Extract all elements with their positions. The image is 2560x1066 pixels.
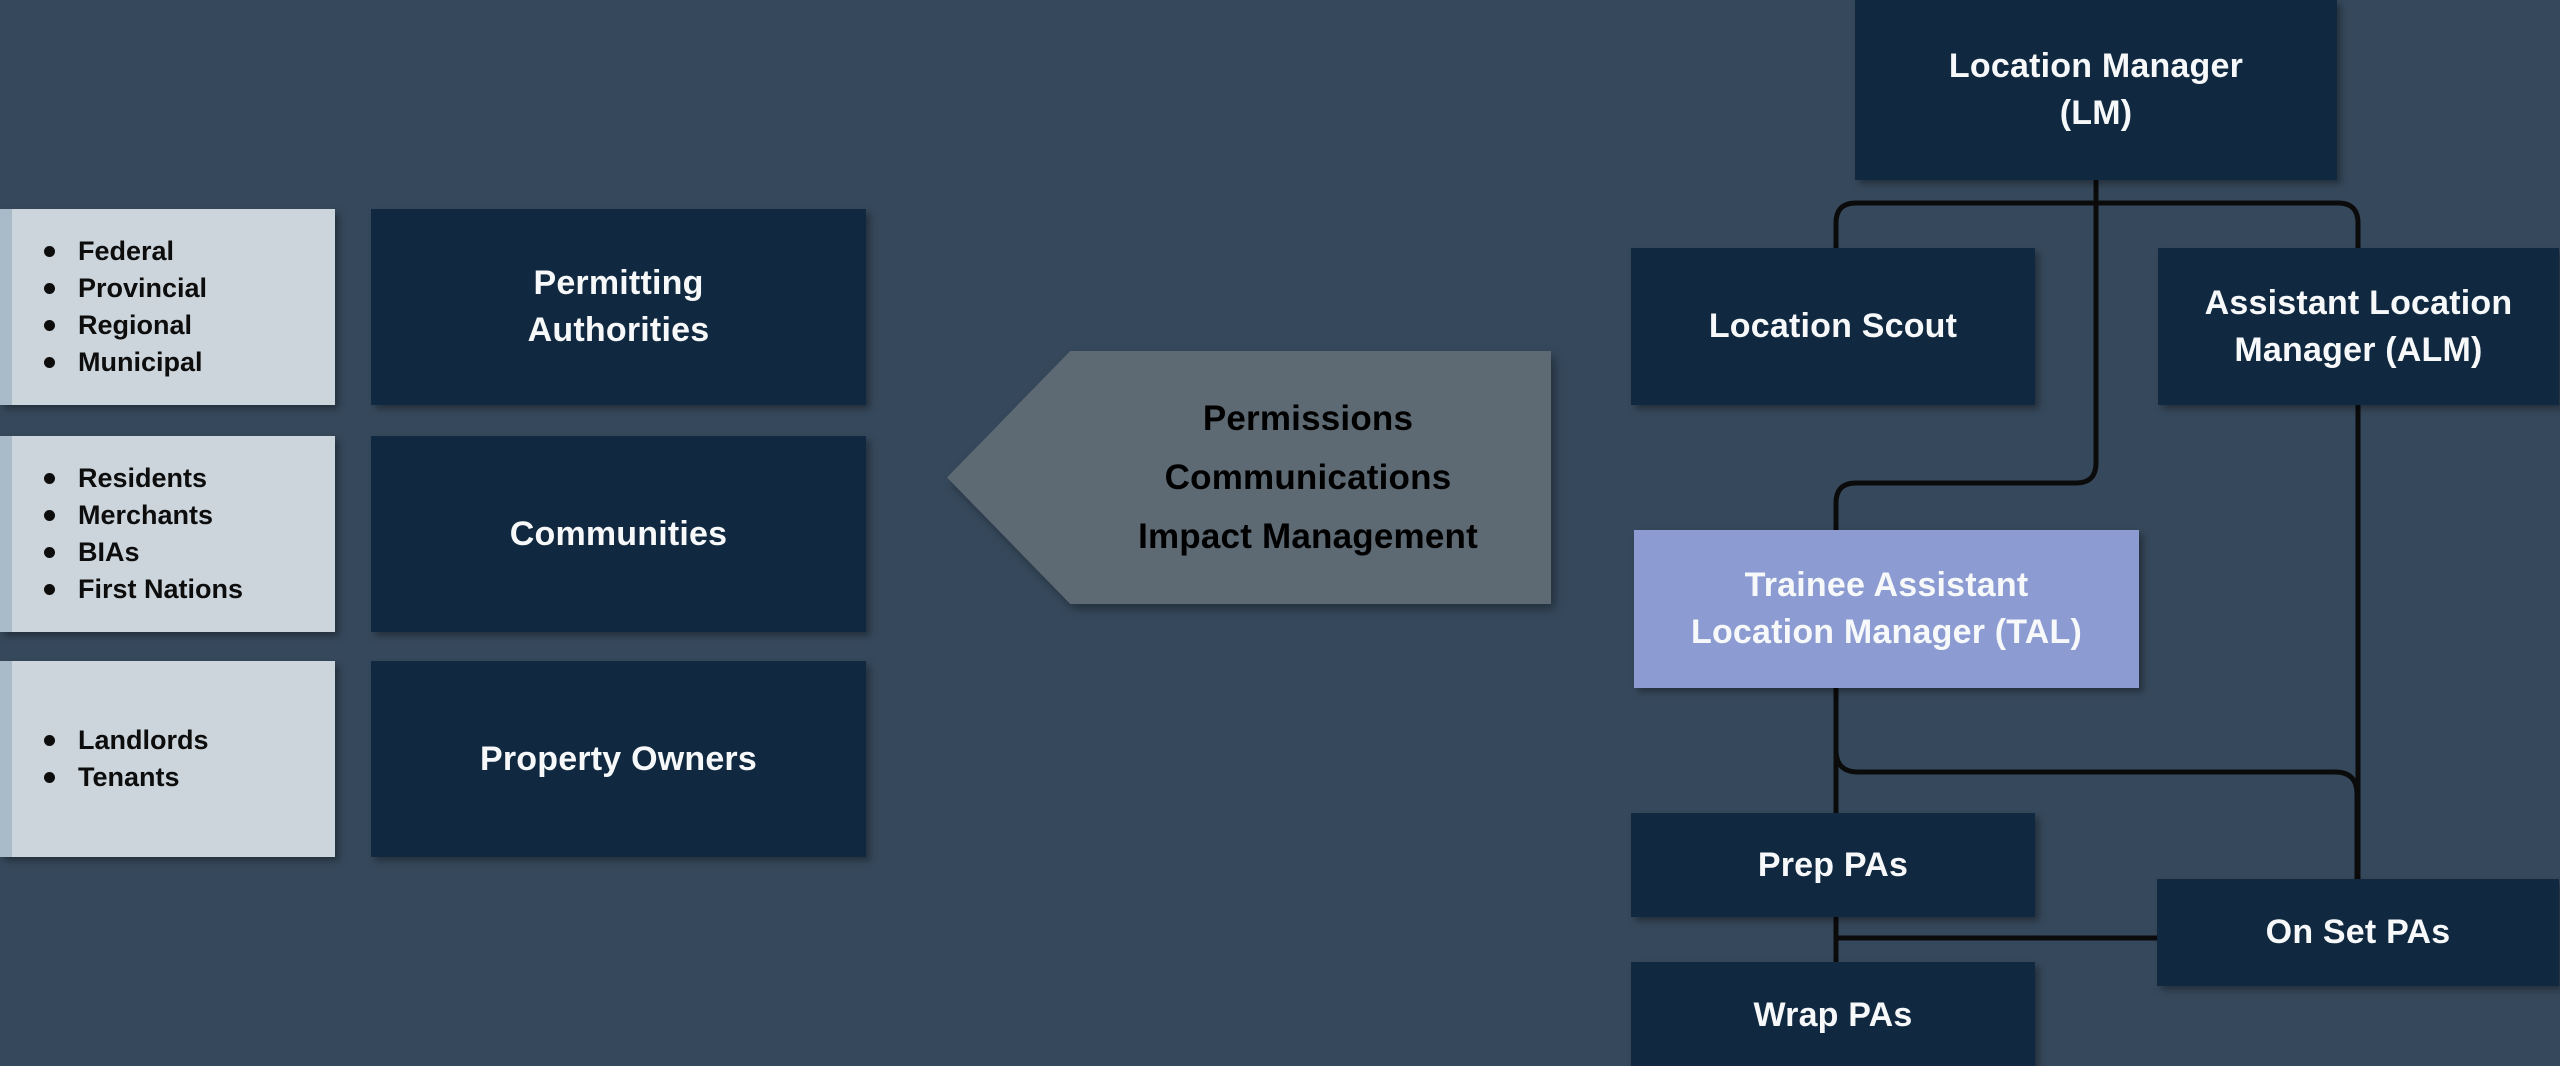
wrap-pas-label: Wrap PAs [1753,995,1913,1034]
arrow-label: Permissions Communications Impact Manage… [1138,399,1478,556]
communities-bullets: Residents Merchants BIAs First Nations [0,436,335,632]
bullet-list: Federal Provincial Regional Municipal [42,233,207,381]
location-scout-label: Location Scout [1708,307,1958,345]
permitting-authorities-label: Permitting Authorities [527,264,710,349]
on-set-pas-label: On Set PAs [2265,913,2451,951]
bullet-item: Merchants [42,497,243,534]
property-owners-bullets: Landlords Tenants [0,661,335,857]
bullet-item: Provincial [42,270,207,307]
trainee-assistant-location-manager-label: Trainee Assistant Location Manager (TAL) [1691,566,2082,651]
prep-pas-label: Prep PAs [1757,845,1909,884]
bullet-item: Tenants [42,759,209,796]
permitting-authorities-box: Permitting Authorities [371,209,866,405]
bullet-item: Residents [42,460,243,497]
org-node-assistant-location-manager: Assistant Location Manager (ALM) [2158,248,2559,405]
assistant-location-manager-label: Assistant Location Manager (ALM) [2204,283,2513,369]
flow-arrow: Permissions Communications Impact Manage… [947,351,1551,604]
org-node-location-scout: Location Scout [1631,248,2035,405]
org-node-prep-pas: Prep PAs [1631,813,2035,917]
communities-box: Communities [371,436,866,632]
arrow-shape: Permissions Communications Impact Manage… [947,351,1551,604]
bullet-item: Federal [42,233,207,270]
bullet-item: Regional [42,307,207,344]
bullet-item: Landlords [42,722,209,759]
bullet-item: Municipal [42,344,207,381]
bullet-item: First Nations [42,571,243,608]
property-owners-label: Property Owners [480,739,757,778]
location-manager-label: Location Manager (LM) [1948,47,2244,132]
bullet-list: Residents Merchants BIAs First Nations [42,460,243,608]
connector-paths [1833,180,2361,964]
communities-label: Communities [509,514,728,553]
bullet-item: BIAs [42,534,243,571]
org-node-trainee-assistant-location-manager: Trainee Assistant Location Manager (TAL) [1634,530,2139,688]
org-node-location-manager: Location Manager (LM) [1855,0,2337,180]
org-node-wrap-pas: Wrap PAs [1631,962,2035,1066]
property-owners-box: Property Owners [371,661,866,857]
bullet-list: Landlords Tenants [42,722,209,796]
permitting-authorities-bullets: Federal Provincial Regional Municipal [0,209,335,405]
org-node-on-set-pas: On Set PAs [2157,879,2559,986]
